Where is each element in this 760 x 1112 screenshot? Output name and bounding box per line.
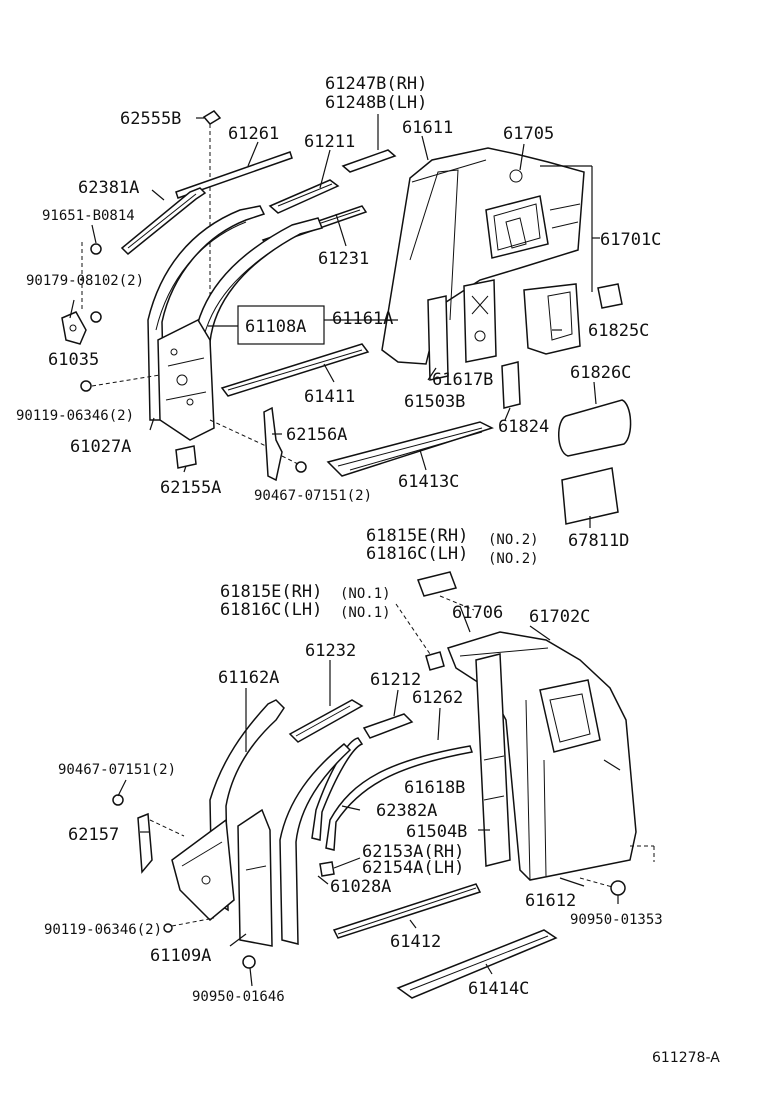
label-62381A: 62381A <box>78 178 139 198</box>
label-61027A: 61027A <box>70 437 131 457</box>
label-61248B: 61248B(LH) <box>325 93 427 113</box>
label-62382A: 62382A <box>376 801 437 821</box>
label-61035: 61035 <box>48 350 99 370</box>
label-61232: 61232 <box>305 641 356 661</box>
label-62157: 62157 <box>68 825 119 845</box>
label-61816C-no1: 61816C(LH) <box>220 600 322 620</box>
label-61108A: 61108A <box>245 317 306 337</box>
label-61612: 61612 <box>525 891 576 911</box>
label-61411: 61411 <box>304 387 355 407</box>
label-61262: 61262 <box>412 688 463 708</box>
leader-lines <box>69 114 621 987</box>
label-no1-a: (NO.1) <box>340 586 391 602</box>
label-62155A: 62155A <box>160 478 221 498</box>
label-61706: 61706 <box>452 603 503 623</box>
label-61702C: 61702C <box>529 607 590 627</box>
label-61028A: 61028A <box>330 877 391 897</box>
label-no1-b: (NO.1) <box>340 605 391 621</box>
label-67811D: 67811D <box>568 531 629 551</box>
diagram-reference-number: 611278-A <box>652 1050 720 1066</box>
label-61161A: 61161A <box>332 309 393 329</box>
label-no2-b: (NO.2) <box>488 551 539 567</box>
label-61617B: 61617B <box>432 370 493 390</box>
label-61503B: 61503B <box>404 392 465 412</box>
label-61618B: 61618B <box>404 778 465 798</box>
label-61162A: 61162A <box>218 668 279 688</box>
label-61816C-no2: 61816C(LH) <box>366 544 468 564</box>
label-90119-06346-b: 90119-06346(2) <box>44 922 162 938</box>
label-61815E-no2: 61815E(RH) <box>366 526 468 546</box>
label-61212: 61212 <box>370 670 421 690</box>
part-number-labels: 62555B 61261 61211 61247B(RH) 61248B(LH)… <box>16 74 720 1066</box>
label-61261: 61261 <box>228 124 279 144</box>
label-61109A: 61109A <box>150 946 211 966</box>
label-90467-07151-b: 90467-07151(2) <box>58 762 176 778</box>
label-61504B: 61504B <box>406 822 467 842</box>
label-62153A: 62153A(RH) <box>362 842 464 862</box>
label-no2-a: (NO.2) <box>488 532 539 548</box>
label-61815E-no1: 61815E(RH) <box>220 582 322 602</box>
label-61414C: 61414C <box>468 979 529 999</box>
label-61247B: 61247B(RH) <box>325 74 427 94</box>
label-61211: 61211 <box>304 132 355 152</box>
label-91651-B0814: 91651-B0814 <box>42 208 135 224</box>
label-90950-01353: 90950-01353 <box>570 912 663 928</box>
lower-assembly-drawing <box>112 571 655 999</box>
label-61826C: 61826C <box>570 363 631 383</box>
label-61413C: 61413C <box>398 472 459 492</box>
label-61412: 61412 <box>390 932 441 952</box>
label-61824: 61824 <box>498 417 549 437</box>
label-62154A: 62154A(LH) <box>362 858 464 878</box>
label-62555B: 62555B <box>120 109 181 129</box>
label-61701C: 61701C <box>600 230 661 250</box>
label-61611: 61611 <box>402 118 453 138</box>
label-61825C: 61825C <box>588 321 649 341</box>
label-90119-06346-a: 90119-06346(2) <box>16 408 134 424</box>
label-90467-07151-a: 90467-07151(2) <box>254 488 372 504</box>
label-90950-01646: 90950-01646 <box>192 989 285 1005</box>
upper-assembly-drawing <box>61 110 632 525</box>
label-90179-08102: 90179-08102(2) <box>26 273 144 289</box>
label-61231: 61231 <box>318 249 369 269</box>
label-61705: 61705 <box>503 124 554 144</box>
label-62156A: 62156A <box>286 425 347 445</box>
